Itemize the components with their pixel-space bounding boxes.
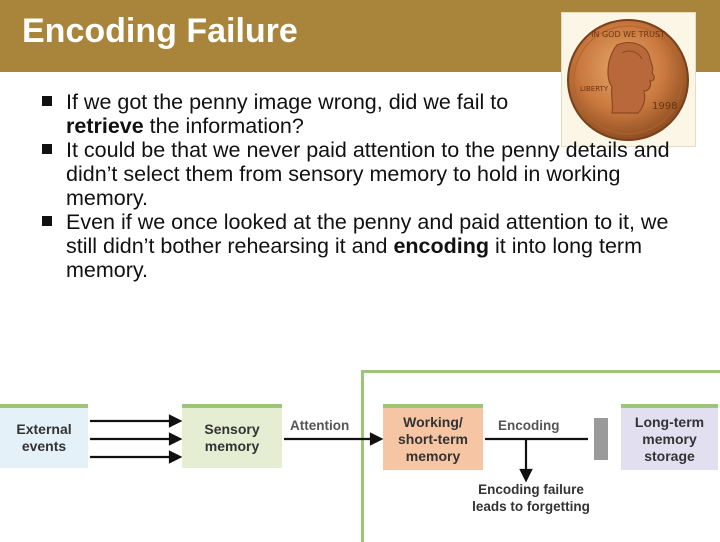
bullet-square-icon bbox=[42, 144, 52, 154]
sensory-memory-box: Sensory memory bbox=[182, 404, 282, 468]
bullet-item: If we got the penny image wrong, did we … bbox=[40, 90, 680, 138]
bullet-text: Even if we once looked at the penny and … bbox=[66, 210, 669, 282]
penny-icon: IN GOD WE TRUST LIBERTY 1998 bbox=[567, 19, 689, 141]
external-events-box: External events bbox=[0, 404, 88, 468]
encoding-barrier bbox=[594, 418, 608, 460]
encoding-label: Encoding bbox=[498, 418, 560, 433]
bullet-text: It could be that we never paid attention… bbox=[66, 138, 670, 210]
penny-image: IN GOD WE TRUST LIBERTY 1998 bbox=[561, 12, 696, 147]
penny-year: 1998 bbox=[652, 101, 677, 112]
bullet-square-icon bbox=[42, 96, 52, 106]
arrow-head-icon bbox=[168, 414, 183, 428]
attention-label: Attention bbox=[290, 418, 350, 433]
bullet-text: If we got the penny image wrong, did we … bbox=[66, 90, 509, 138]
penny-liberty: LIBERTY bbox=[580, 85, 609, 93]
working-memory-box: Working/ short-term memory bbox=[383, 404, 483, 470]
bullet-item: Even if we once looked at the penny and … bbox=[40, 210, 680, 282]
bullet-square-icon bbox=[42, 216, 52, 226]
bullet-list: If we got the penny image wrong, did we … bbox=[40, 90, 680, 282]
arrow-head-icon bbox=[519, 468, 533, 483]
encoding-failure-label: Encoding failure leads to forgetting bbox=[472, 482, 590, 514]
diagram-frame bbox=[361, 370, 720, 542]
arrow-head-icon bbox=[369, 432, 384, 446]
penny-motto: IN GOD WE TRUST bbox=[591, 30, 665, 39]
bullet-item: It could be that we never paid attention… bbox=[40, 138, 680, 210]
arrow-head-icon bbox=[168, 432, 183, 446]
slide-title: Encoding Failure bbox=[22, 12, 298, 50]
arrow-head-icon bbox=[168, 450, 183, 464]
long-term-memory-box: Long-term memory storage bbox=[621, 404, 718, 470]
